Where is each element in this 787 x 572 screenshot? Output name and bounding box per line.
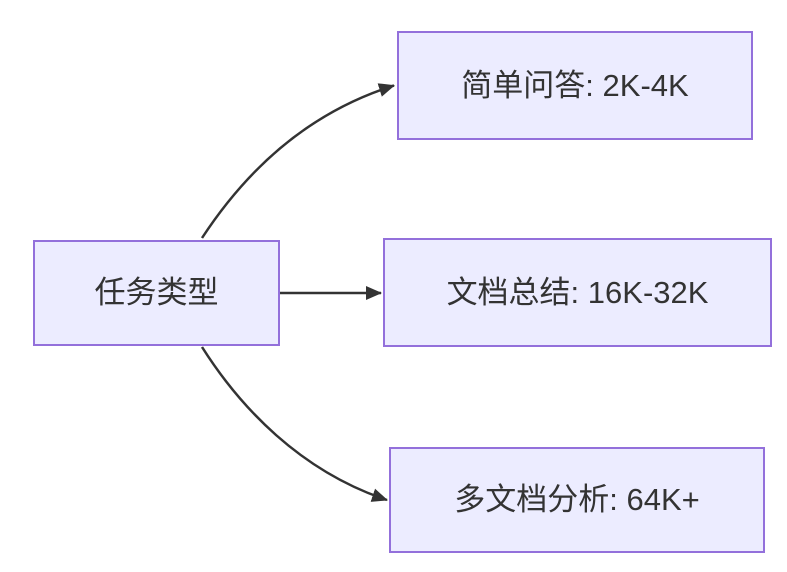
node-multidoc-analysis: 多文档分析: 64K+ <box>389 447 765 553</box>
node-task-type: 任务类型 <box>33 240 280 346</box>
edge-root-to-simple-qa <box>200 83 395 239</box>
node-doc-summary: 文档总结: 16K-32K <box>383 238 772 347</box>
node-doc-summary-label: 文档总结: 16K-32K <box>446 274 709 310</box>
node-simple-qa-label: 简单问答: 2K-4K <box>461 67 689 103</box>
edge-root-to-multidoc-analysis <box>200 346 388 502</box>
node-simple-qa: 简单问答: 2K-4K <box>397 31 753 140</box>
node-task-type-label: 任务类型 <box>94 275 219 311</box>
node-multidoc-analysis-label: 多文档分析: 64K+ <box>454 482 700 518</box>
